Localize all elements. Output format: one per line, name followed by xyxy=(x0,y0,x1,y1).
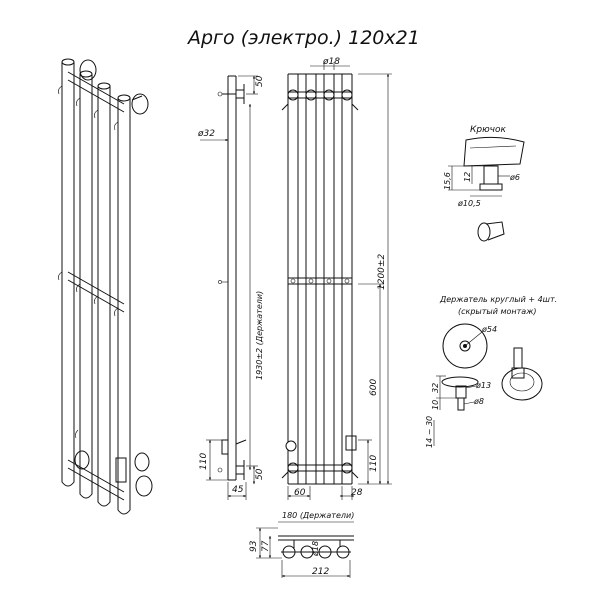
dim-side-600: 600 xyxy=(369,379,379,396)
dim-front-total: 1930±2 (Держатели) xyxy=(255,291,264,380)
side-view: ø18 1200±2 600 110 60 28 xyxy=(281,57,392,500)
holder-dim-phi13: ø13 xyxy=(475,381,491,390)
bottom-dim-93: 93 xyxy=(249,540,259,552)
hook-title: Крючок xyxy=(470,125,507,135)
holder-subtitle: (скрытый монтаж) xyxy=(458,307,537,316)
hook-dim-12: 12 xyxy=(463,172,472,182)
holder-dim-14-30: 14 ~ 30 xyxy=(425,416,434,448)
hook-detail: Крючок 15,6 12 ø6 ø10,5 xyxy=(443,125,525,242)
holder-title: Держатель круглый + 4шт. xyxy=(439,295,557,304)
front-view: 50 ø32 1930±2 (Держатели) 110 50 45 xyxy=(197,75,265,500)
hook-dim-phi10-5: ø10,5 xyxy=(457,199,481,208)
bottom-view: 180 (Держатели) 93 77 ø18 212 xyxy=(249,511,354,578)
dim-front-top-50: 50 xyxy=(255,75,265,87)
dim-side-height: 1200±2 xyxy=(377,254,387,290)
dim-front-bottom-50: 50 xyxy=(255,468,265,480)
hook-dim-phi6: ø6 xyxy=(509,173,520,182)
bottom-dim-77: 77 xyxy=(261,540,271,552)
bottom-dim-phi18: ø18 xyxy=(311,541,320,557)
holder-dim-32: 32 xyxy=(431,383,440,393)
isometric-view xyxy=(58,58,153,515)
holder-dim-phi54: ø54 xyxy=(481,325,497,334)
bottom-dim-180: 180 (Держатели) xyxy=(282,511,354,520)
dim-side-phi18: ø18 xyxy=(322,57,340,67)
drawing-title: Арго (электро.) 120х21 xyxy=(186,27,420,49)
holder-detail: Держатель круглый + 4шт. (скрытый монтаж… xyxy=(425,295,557,448)
dim-side-110: 110 xyxy=(369,455,379,472)
holder-dim-phi8: ø8 xyxy=(473,397,484,406)
holder-dim-10: 10 xyxy=(431,400,440,410)
hook-dim-15-6: 15,6 xyxy=(443,172,452,190)
dim-front-bottom-110: 110 xyxy=(199,453,209,470)
dim-front-45: 45 xyxy=(232,485,244,495)
dim-front-phi32: ø32 xyxy=(197,129,215,139)
dim-side-60: 60 xyxy=(294,488,306,498)
dim-side-28: 28 xyxy=(351,488,363,498)
bottom-dim-212: 212 xyxy=(312,567,329,577)
